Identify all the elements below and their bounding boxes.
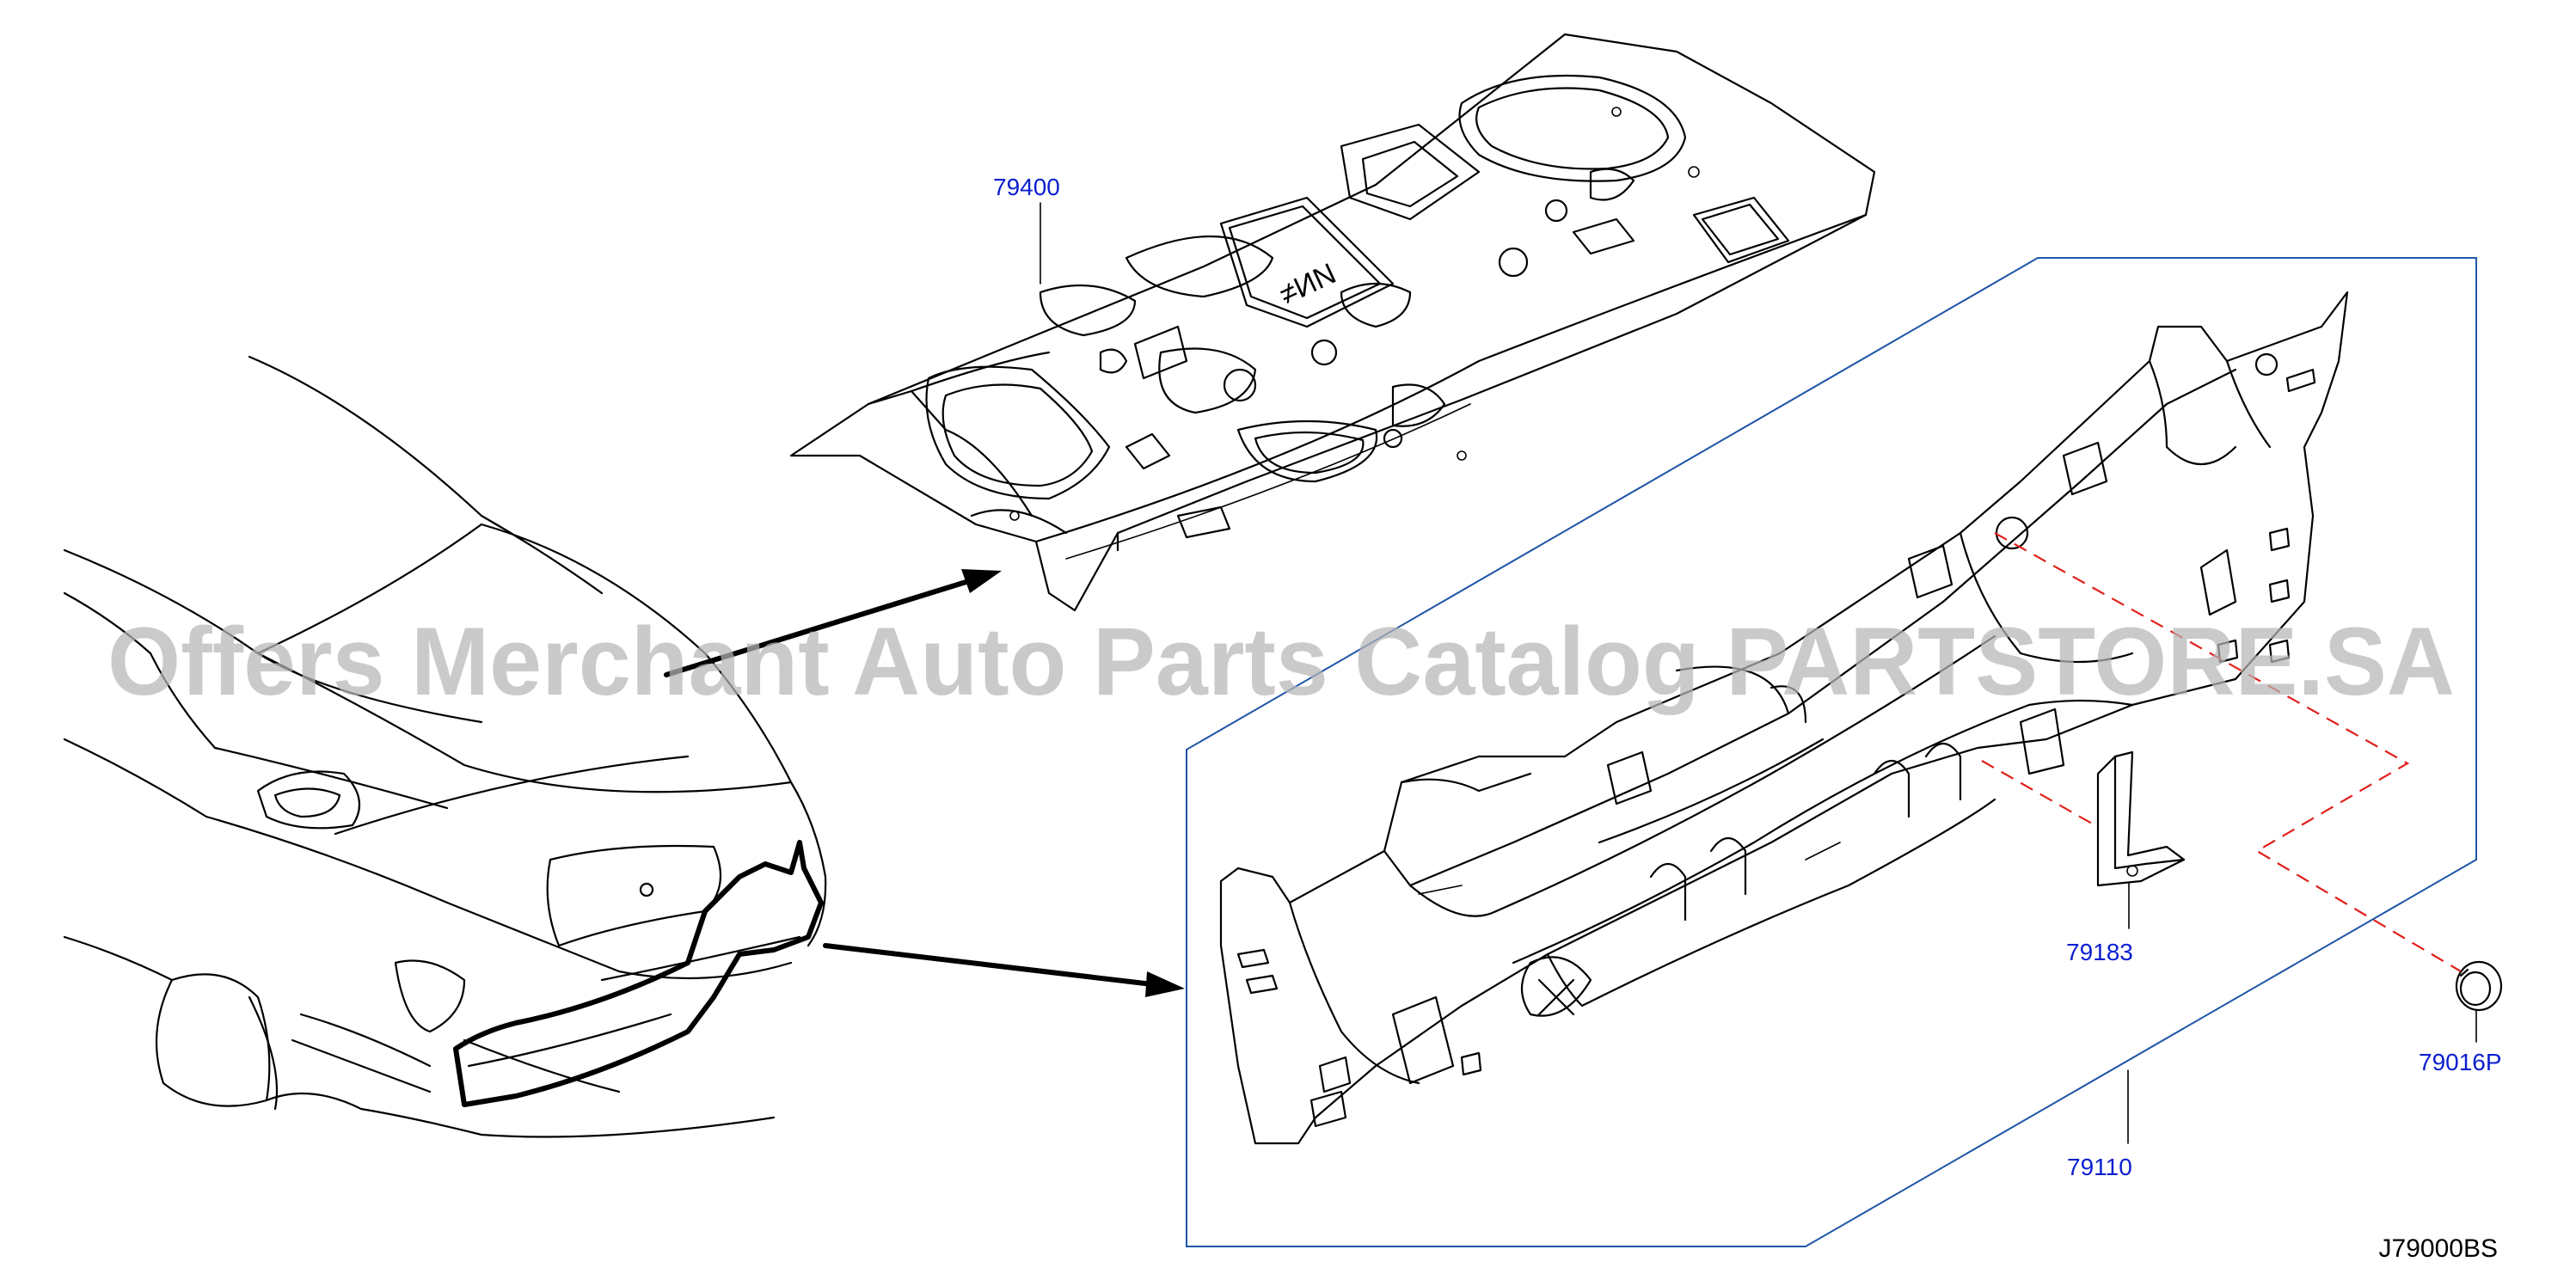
part-number-79016P[interactable]: 79016P (2419, 1049, 2502, 1075)
watermark-text: Offers Merchant Auto Parts Catalog PARTS… (107, 608, 2455, 715)
callout-box (1186, 257, 2477, 1247)
bracket (2096, 750, 2186, 887)
grommet-plug (2455, 960, 2503, 1012)
svg-text:≠ИN: ≠ИN (1274, 257, 1340, 311)
rear-panel-assembly (1219, 291, 2349, 1145)
car-rear-illustration (63, 355, 827, 1138)
part-number-79183[interactable]: 79183 (2066, 939, 2133, 965)
parcel-shelf-panel: ≠ИN (789, 33, 1876, 612)
arrow-to-rear-panel (823, 943, 1185, 997)
arrow-to-shelf (664, 569, 1002, 677)
guide-lines (1981, 532, 2462, 972)
leader-lines (1040, 202, 2477, 1144)
part-number-79400[interactable]: 79400 (993, 174, 1060, 200)
part-number-79110[interactable]: 79110 (2067, 1154, 2132, 1180)
reference-code: J79000BS (2379, 1234, 2498, 1263)
